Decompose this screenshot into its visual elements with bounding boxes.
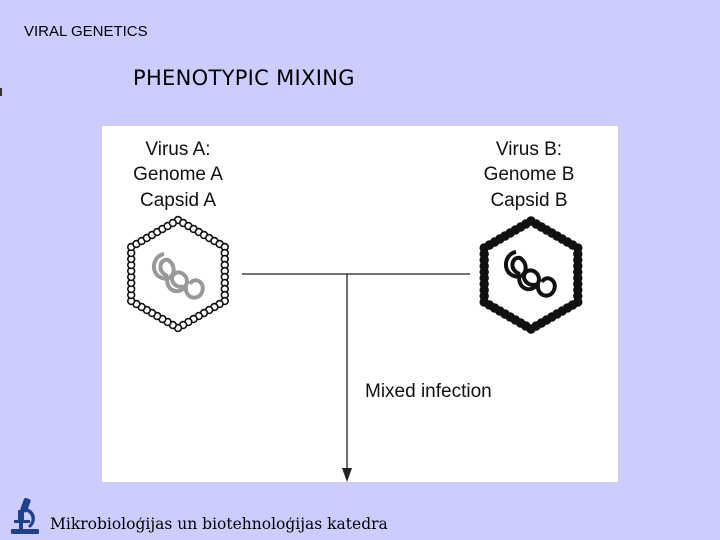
- virus-a-genome: Genome A: [133, 164, 223, 185]
- virus-b-capsid: Capsid B: [490, 190, 567, 211]
- capsid-b-bead: [522, 220, 530, 228]
- footer: Mikrobioloģijas un biotehnoloģijas kated…: [0, 492, 720, 540]
- arrow-down-icon: [342, 468, 352, 482]
- virus-b-genome-coil-icon: [506, 252, 555, 296]
- virus-a-name: Virus A:: [145, 139, 210, 160]
- slide-title: PHENOTYPIC MIXING: [133, 66, 355, 90]
- diagram-figure: Virus A: Genome A Capsid A Virus B: Geno…: [102, 126, 618, 482]
- diagram-canvas: Virus A: Genome A Capsid A Virus B: Geno…: [102, 126, 618, 482]
- mixed-infection-connector: [242, 274, 470, 478]
- virus-a-genome-coil-icon: [154, 254, 203, 298]
- virus-b-name: Virus B:: [496, 139, 562, 160]
- capsid-a-bead: [169, 220, 176, 227]
- section-label: VIRAL GENETICS: [24, 23, 148, 40]
- edge-mark: [0, 88, 2, 96]
- virus-a-capsid: Capsid A: [140, 190, 216, 211]
- virus-b-capsid-icon: [480, 217, 582, 333]
- virus-b-genome: Genome B: [484, 164, 575, 185]
- department-name: Mikrobioloģijas un biotehnoloģijas kated…: [50, 515, 388, 533]
- microscope-icon: [8, 496, 44, 536]
- mixed-infection-label: Mixed infection: [365, 381, 492, 402]
